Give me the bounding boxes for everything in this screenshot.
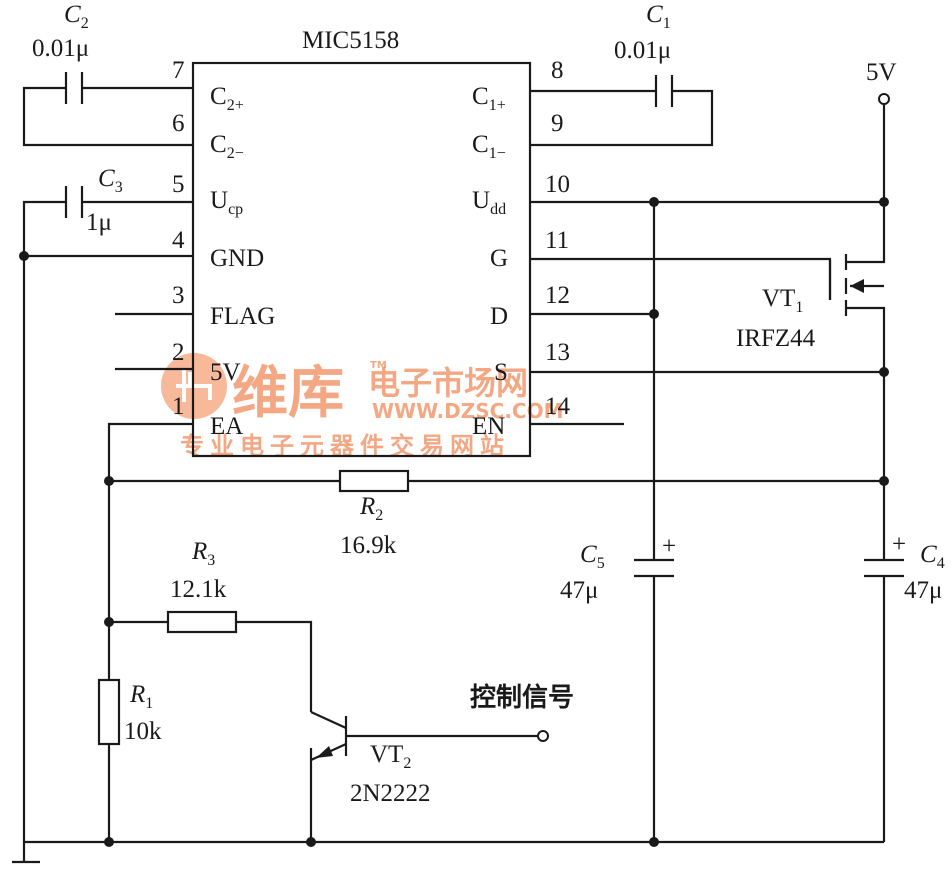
- pin-number: 11: [545, 227, 569, 254]
- watermark-brand: 维库: [232, 361, 344, 426]
- pin-label-c2m: C2−: [210, 131, 244, 162]
- vt2-label: VT2: [370, 741, 411, 772]
- left-pins: 7 6 5 4 3 2 1 C2+ C2− Ucp GND FLAG 5V EA: [172, 57, 275, 440]
- c3-label: C3: [98, 165, 123, 196]
- c2-label: C2: [64, 1, 89, 32]
- r1-label: R1: [129, 681, 153, 712]
- pin-number: 4: [172, 227, 185, 254]
- pin-number: 8: [551, 57, 564, 84]
- r2-label: R2: [359, 493, 383, 524]
- vt1-part: IRFZ44: [736, 325, 816, 352]
- pin-number: 12: [545, 282, 570, 309]
- r1-resistor: [97, 678, 121, 746]
- pin-number: 6: [172, 110, 185, 137]
- pin-number: 10: [545, 171, 570, 198]
- pin-label-ucp: Ucp: [210, 187, 243, 218]
- control-terminal: [537, 730, 549, 742]
- pin-label-ea: EA: [210, 413, 243, 440]
- junctions: [19, 197, 889, 847]
- vt1-label: VT1: [762, 285, 803, 316]
- pin-number: 1: [172, 393, 185, 420]
- c2-capacitor: [64, 72, 84, 104]
- pin-label-5v: 5V: [210, 359, 241, 386]
- c5-polarity: +: [662, 533, 676, 560]
- control-signal-label: 控制信号: [470, 683, 574, 713]
- supply-terminal: [878, 93, 890, 105]
- pin-label-d: D: [490, 303, 508, 330]
- c3-value: 1μ: [86, 209, 112, 236]
- c1-label: C1: [646, 1, 671, 32]
- watermark-site: 电子市场网: [368, 364, 528, 402]
- pin-number: 3: [172, 282, 185, 309]
- pin-label-s: S: [494, 359, 508, 386]
- watermark-tm: TM: [370, 360, 387, 371]
- c3-capacitor: [64, 186, 84, 218]
- pin-number: 5: [172, 171, 185, 198]
- supply-label: 5V: [866, 59, 897, 86]
- vt1-mosfet: [828, 254, 886, 316]
- r2-value: 16.9k: [340, 532, 397, 559]
- pin-label-g: G: [490, 245, 508, 272]
- vt2-transistor: [310, 710, 348, 762]
- c5-value: 47μ: [560, 577, 598, 604]
- wiring: [12, 86, 886, 864]
- c1-value: 0.01μ: [614, 37, 671, 64]
- pin-number: 14: [545, 393, 571, 420]
- pin-number: 9: [551, 110, 564, 137]
- pin-label-c1p: C1+: [472, 83, 506, 114]
- pin-label-udd: Udd: [472, 187, 506, 218]
- c2-value: 0.01μ: [32, 35, 89, 62]
- pin-label-gnd: GND: [210, 245, 264, 272]
- pin-label-c1m: C1−: [472, 131, 506, 162]
- r2-resistor: [338, 469, 410, 493]
- pin-label-c2p: C2+: [210, 83, 244, 114]
- watermark-url: WWW.DZSC.COM: [372, 399, 564, 423]
- c1-capacitor: [654, 75, 674, 107]
- pin-number: 2: [172, 339, 185, 366]
- pin-label-flag: FLAG: [210, 303, 275, 330]
- c5-capacitor: [634, 558, 674, 578]
- r3-value: 12.1k: [170, 576, 227, 603]
- pin-number: 7: [172, 57, 185, 84]
- c4-polarity: +: [892, 531, 906, 558]
- vt2-part: 2N2222: [350, 780, 431, 807]
- watermark: 维库 TM 电子市场网 WWW.DZSC.COM 专业电子元器件交易网站: [161, 353, 564, 460]
- ic-name: MIC5158: [302, 27, 399, 54]
- pin-number: 13: [545, 339, 570, 366]
- r3-resistor: [166, 610, 238, 634]
- r3-label: R3: [191, 538, 215, 569]
- component-labels: C2 0.01μ C1 0.01μ C3 1μ R2 16.9k R3 12.1…: [32, 1, 945, 807]
- c4-capacitor: [864, 558, 904, 578]
- right-pins: 8 9 10 11 12 13 14 C1+ C1− Udd G D S EN: [472, 57, 571, 440]
- pin-label-en: EN: [472, 413, 505, 440]
- c4-value: 47μ: [904, 577, 942, 604]
- c4-label: C4: [920, 541, 945, 572]
- r1-value: 10k: [124, 718, 162, 745]
- c5-label: C5: [580, 541, 605, 572]
